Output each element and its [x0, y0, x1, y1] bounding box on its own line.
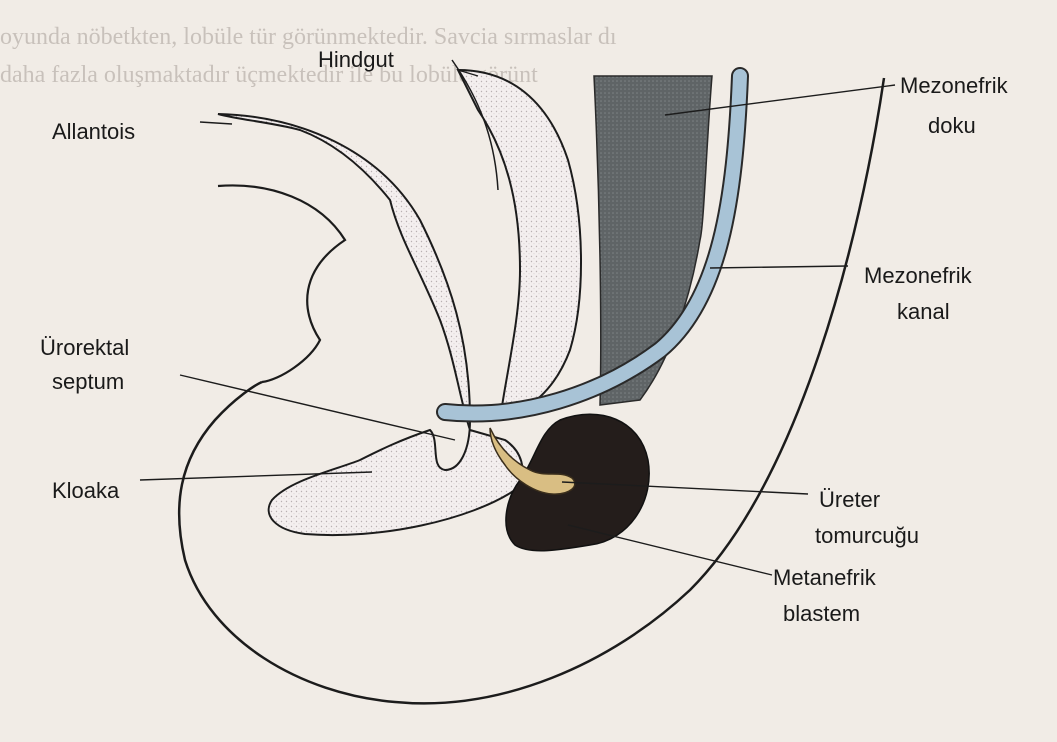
label-mezonefrik-doku-line1: Mezonefrik: [900, 72, 1008, 100]
label-ureter-line2: tomurcuğu: [815, 522, 919, 550]
label-mezonefrik-doku-line2: doku: [928, 112, 976, 140]
leader-line-mezonefrik-kanal: [710, 266, 848, 268]
label-allantois: Allantois: [52, 118, 135, 146]
label-metanefrik-line1: Metanefrik: [773, 564, 876, 592]
label-kloaka: Kloaka: [52, 477, 119, 505]
leader-line-urorektal: [180, 375, 455, 440]
leader-line-metanefrik: [568, 525, 772, 575]
leader-line-allantois: [200, 122, 232, 124]
label-metanefrik-line2: blastem: [783, 600, 860, 628]
label-urorektal-line1: Ürorektal: [40, 334, 129, 362]
allantois-shape: [218, 185, 345, 382]
label-mezonefrik-kanal-line2: kanal: [897, 298, 950, 326]
hindgut-shape: [458, 70, 581, 420]
label-urorektal-line2: septum: [52, 368, 124, 396]
label-ureter-line1: Üreter: [819, 486, 880, 514]
label-hindgut: Hindgut: [318, 46, 394, 74]
label-mezonefrik-kanal-line1: Mezonefrik: [864, 262, 972, 290]
